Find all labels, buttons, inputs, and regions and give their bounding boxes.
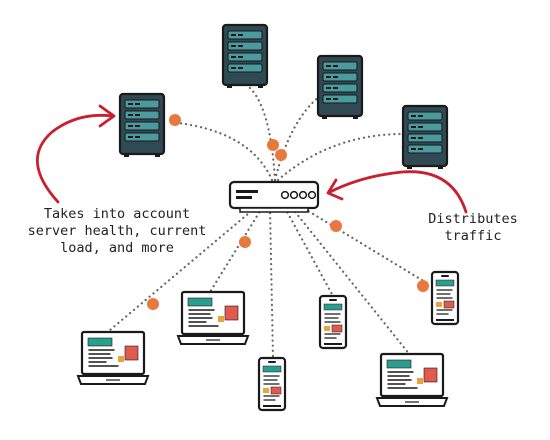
link-laptop-right (290, 206, 412, 357)
arrow-to-server (36, 104, 116, 204)
connector-dot (169, 114, 181, 126)
phone-icon-right (430, 270, 460, 326)
server-icon-upper-right (316, 54, 364, 121)
connector-dots (147, 114, 429, 310)
annotation-server-health: Takes into account server health, curren… (22, 206, 212, 257)
link-laptop-left (108, 206, 257, 332)
annotation-line: traffic (444, 228, 502, 244)
annotation-line: Distributes (428, 211, 518, 227)
load-balancer-icon (228, 180, 320, 213)
annotation-line: load, and more (60, 240, 174, 256)
link-laptop-center (208, 206, 264, 294)
connector-dot (267, 139, 279, 151)
link-server-right (276, 132, 402, 182)
server-icon-right (401, 104, 449, 171)
connector-dot (239, 236, 251, 248)
link-server-left (168, 120, 274, 182)
annotation-distributes-traffic: Distributes traffic (418, 211, 528, 245)
connector-dot (330, 220, 342, 232)
link-server-top (243, 82, 277, 182)
link-phone-bottom (268, 206, 275, 360)
connector-dot (147, 298, 159, 310)
connector-dot (417, 280, 429, 292)
server-icon-top (221, 23, 269, 90)
link-server-upper-right (273, 94, 322, 182)
connector-dot (275, 149, 287, 161)
server-icon-left (118, 92, 166, 159)
link-phone-right (298, 204, 432, 287)
laptop-icon-center (176, 290, 250, 346)
phone-icon-bottom (257, 356, 287, 412)
connection-lines (108, 82, 432, 360)
laptop-icon-right (375, 352, 449, 408)
annotation-line: server health, current (27, 223, 207, 239)
link-phone-middle (283, 206, 335, 298)
annotation-line: Takes into account (43, 206, 191, 222)
phone-icon-middle (318, 294, 348, 350)
arrow-to-load-balancer (326, 170, 468, 214)
laptop-icon-left (76, 330, 150, 386)
